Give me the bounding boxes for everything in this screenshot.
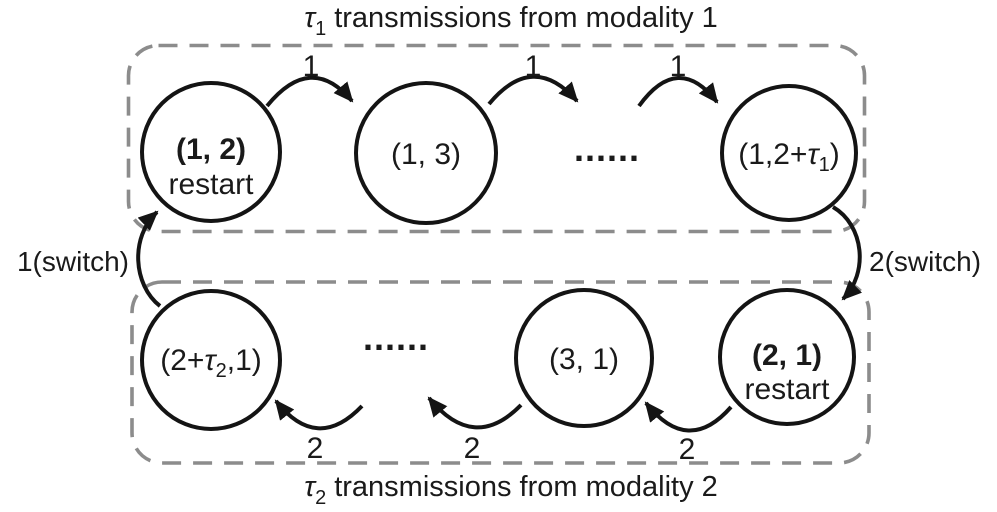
state-1-2-label: (1, 2)	[176, 133, 246, 166]
title-text: transmissions from modality 1	[334, 2, 718, 34]
restart-caption: restart	[168, 168, 254, 201]
tau-symbol: τ	[304, 2, 317, 34]
transition-arrow-m1-3	[637, 76, 719, 108]
state-1-3-label: (1, 3)	[391, 138, 461, 171]
state-2plustau2-1-label: (2+τ2,1)	[160, 344, 262, 382]
transition-arrow-m1-2	[487, 74, 579, 106]
transition-label: 1	[303, 50, 320, 83]
transition-label: 2	[464, 432, 481, 465]
state-text-pre: (1,2+	[738, 138, 807, 171]
modality2-group-box	[130, 280, 871, 465]
tau-subscript: 2	[315, 487, 326, 509]
state-3-1-label: (3, 1)	[549, 343, 619, 376]
modality2-ellipsis: ......	[363, 317, 429, 358]
tau-subscript: 1	[819, 154, 830, 176]
transition-arrow-m2-1	[644, 401, 733, 433]
transition-arrow-m1-1	[265, 75, 354, 108]
switch-to-modality1-arrow	[136, 210, 162, 308]
state-1-2plustau1-label: (1,2+τ1)	[738, 138, 840, 176]
modality1-ellipsis: ......	[574, 128, 640, 169]
state-1-3-circle	[354, 81, 498, 225]
state-text-pre: (2+	[160, 344, 204, 377]
tau-symbol: τ	[304, 471, 317, 503]
title-text: transmissions from modality 2	[334, 471, 718, 503]
switch-to-modality1-label: 1(switch)	[17, 246, 129, 277]
modality2-title: τ2 transmissions from modality 2	[304, 471, 718, 509]
transition-label: 1	[525, 50, 542, 83]
tau-symbol: τ	[807, 138, 820, 171]
tau-symbol: τ	[204, 344, 217, 377]
state-2-1-circle	[718, 288, 856, 426]
state-text-post: )	[830, 138, 840, 171]
switch-to-modality2-label: 2(switch)	[869, 246, 981, 277]
transition-arrow-m2-3	[274, 399, 364, 431]
modality1-group-box	[126, 43, 867, 234]
state-2plustau2-1-circle	[140, 289, 282, 431]
transition-label: 2	[679, 433, 696, 466]
restart-caption: restart	[744, 373, 830, 406]
transition-arrow-m2-2	[427, 396, 523, 430]
state-3-1-circle	[514, 288, 654, 428]
transition-label: 2	[307, 432, 324, 465]
tau-subscript: 1	[315, 18, 326, 40]
state-text-post: ,1)	[227, 344, 262, 377]
state-1-2plustau1-circle	[720, 84, 858, 222]
state-1-2-circle	[140, 81, 282, 223]
modality1-title: τ1 transmissions from modality 1	[304, 2, 718, 40]
state-2-1-label: (2, 1)	[752, 339, 822, 372]
tau-subscript: 2	[216, 360, 227, 382]
transition-label: 1	[670, 50, 687, 83]
switch-to-modality2-arrow	[831, 205, 863, 301]
